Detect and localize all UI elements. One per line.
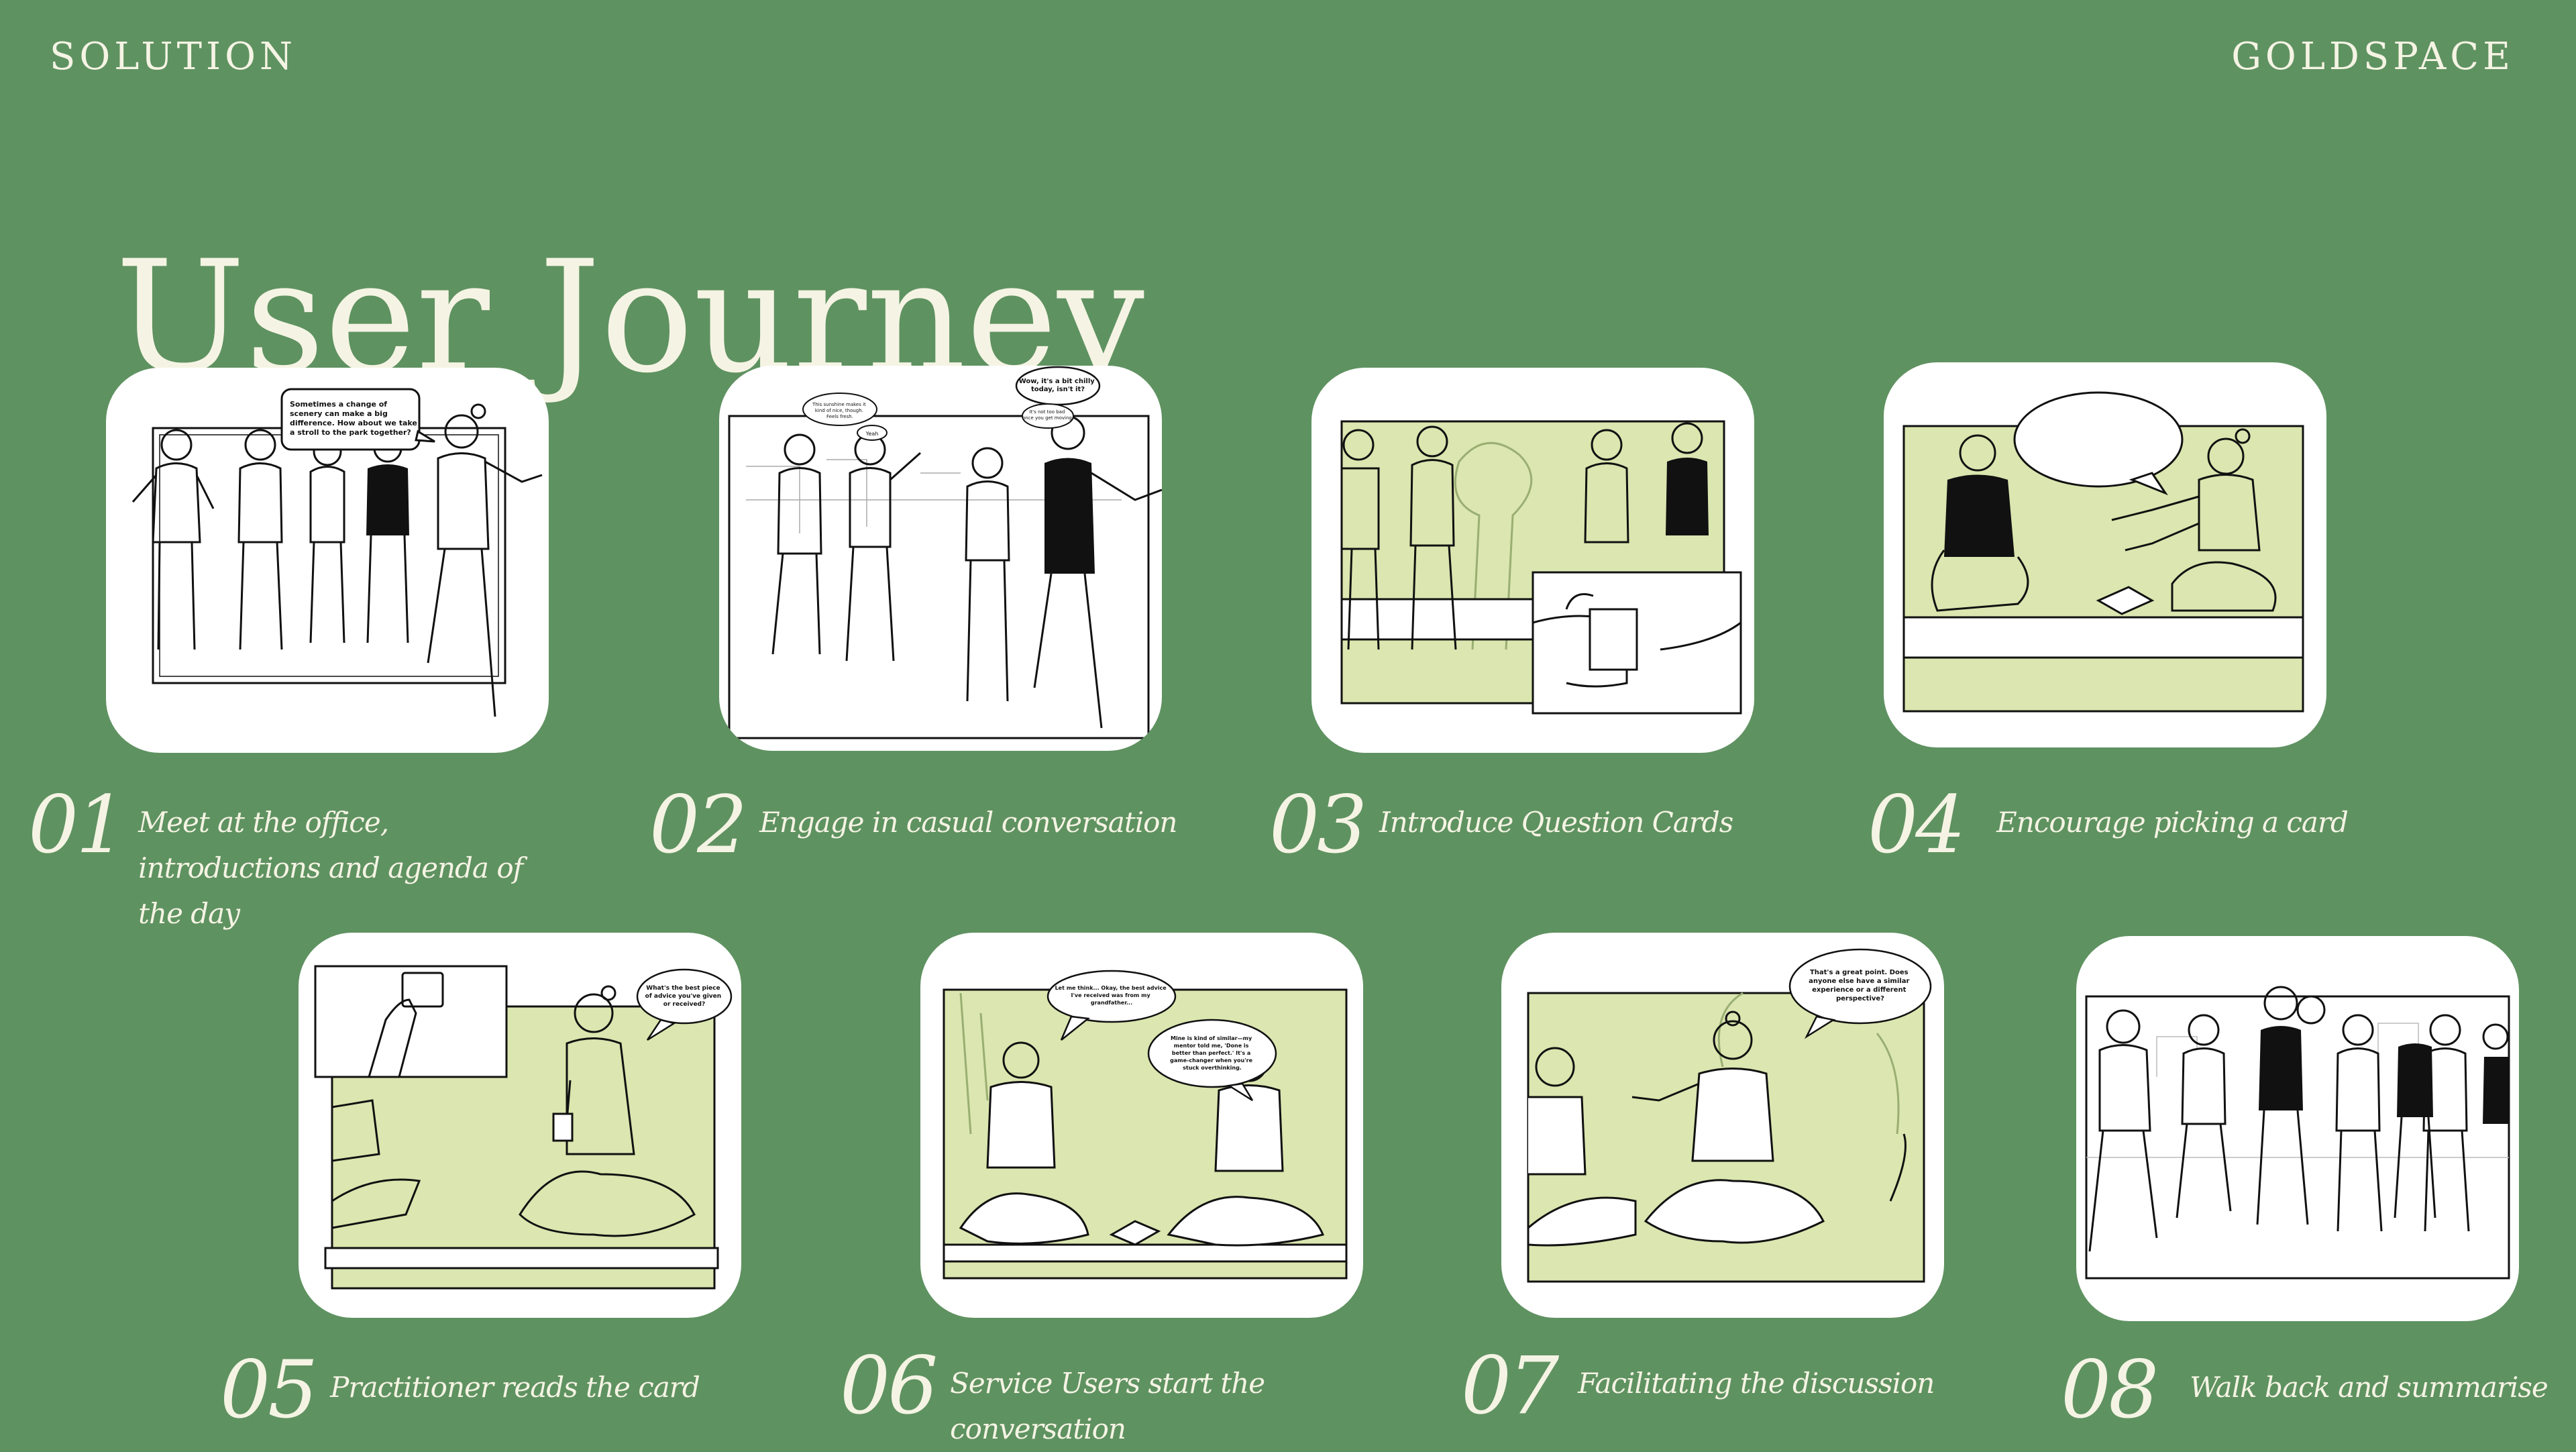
storyboard-panel-06: Let me think... Okay, the best advice I'… xyxy=(920,933,1363,1318)
step-description: Meet at the office, introductions and ag… xyxy=(138,806,523,930)
speech-bubble-text: It's not too bad once you get moving. xyxy=(1022,409,1073,421)
storyboard-panel-02: Wow, it's a bit chilly today, isn't it? … xyxy=(719,366,1162,751)
step-number: 04 xyxy=(1868,778,1966,871)
speech-bubble-text: Let me think... Okay, the best advice I'… xyxy=(1055,985,1169,1006)
step-08: 08 Walk back and summarise xyxy=(2061,1350,2557,1429)
storyboard-panel-01: Sometimes a change of scenery can make a… xyxy=(106,368,549,753)
step-02: 02 Engage in casual conversation xyxy=(649,785,1199,864)
scene-question-cards xyxy=(1340,420,1742,715)
step-number: 03 xyxy=(1269,778,1367,871)
step-description: Practitioner reads the card xyxy=(330,1371,700,1404)
step-05: 05 Practitioner reads the card xyxy=(220,1350,770,1429)
speech-bubble-text: Yeah xyxy=(865,431,879,437)
step-number: 01 xyxy=(28,778,126,871)
scene-facilitating: That's a great point. Does anyone else h… xyxy=(1527,948,1932,1283)
brand-name: GOLDSPACE xyxy=(2231,35,2514,79)
step-description: Introduce Question Cards xyxy=(1379,806,1733,839)
step-description: Facilitating the discussion xyxy=(1578,1367,1935,1400)
speech-bubble-text: What's the best piece of advice you've g… xyxy=(645,985,724,1008)
scene-casual-conversation: Wow, it's a bit chilly today, isn't it? … xyxy=(728,366,1162,739)
scene-walk-back xyxy=(2085,986,2510,1280)
section-label: SOLUTION xyxy=(50,35,297,79)
storyboard-panel-05: What's the best piece of advice you've g… xyxy=(299,933,741,1318)
scene-pick-card xyxy=(1902,391,2304,713)
step-number: 02 xyxy=(649,778,747,871)
speech-bubble-text: Wow, it's a bit chilly today, isn't it? xyxy=(1019,378,1097,393)
step-number: 08 xyxy=(2061,1343,2159,1436)
speech-bubble-text: This sunshine makes it kind of nice, tho… xyxy=(812,402,867,419)
scene-start-conversation: Let me think... Okay, the best advice I'… xyxy=(943,970,1348,1280)
storyboard-panel-08 xyxy=(2076,936,2519,1321)
step-description: Service Users start the conversation xyxy=(950,1367,1265,1445)
scene-read-card: What's the best piece of advice you've g… xyxy=(314,965,733,1290)
storyboard-panel-03 xyxy=(1311,368,1754,753)
step-07: 07 Facilitating the discussion xyxy=(1461,1346,2011,1425)
speech-bubble-text: That's a great point. Does anyone else h… xyxy=(1809,969,1912,1002)
step-03: 03 Introduce Question Cards xyxy=(1269,785,1819,864)
step-06: 06 Service Users start the conversation xyxy=(840,1346,1390,1452)
speech-bubble-text: Sometimes a change of scenery can make a… xyxy=(290,400,420,437)
storyboard-panel-04 xyxy=(1884,362,2326,747)
step-number: 07 xyxy=(1461,1339,1559,1432)
step-number: 05 xyxy=(220,1343,318,1436)
step-04: 04 Encourage picking a card xyxy=(1868,785,2418,864)
step-description: Encourage picking a card xyxy=(1996,806,2349,839)
speech-bubble-text: Mine is kind of similar—my mentor told m… xyxy=(1170,1035,1254,1071)
step-01: 01 Meet at the office, introductions and… xyxy=(28,785,578,937)
step-number: 06 xyxy=(840,1339,938,1432)
step-description: Engage in casual conversation xyxy=(759,806,1177,839)
step-description: Walk back and summarise xyxy=(2190,1371,2548,1404)
scene-office-meeting: Sometimes a change of scenery can make a… xyxy=(131,388,543,717)
storyboard-panel-07: That's a great point. Does anyone else h… xyxy=(1501,933,1944,1318)
